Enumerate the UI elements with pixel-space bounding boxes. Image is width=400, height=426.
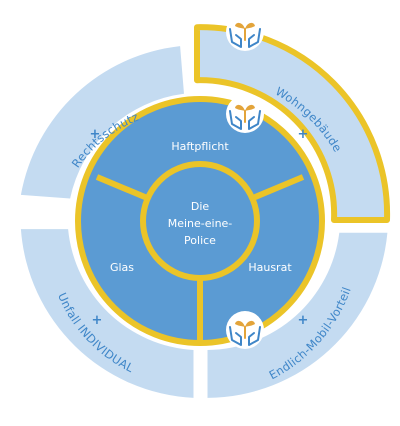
core-label-haftpflicht: Haftpflicht — [171, 140, 229, 153]
hands-plant-icon — [226, 95, 264, 133]
plus-sign-bottom-right: + — [298, 313, 309, 328]
outer-segment-unfall[interactable] — [20, 229, 194, 398]
core-divider-right — [249, 174, 305, 202]
plus-sign-top-left: + — [90, 127, 101, 142]
plus-sign-top-right: + — [298, 127, 309, 142]
hands-plant-icon — [226, 311, 264, 349]
core-label-hausrat: Hausrat — [248, 261, 292, 274]
center-label-line3: Police — [184, 234, 216, 247]
core-divider-left — [95, 174, 151, 202]
core-label-glas: Glas — [110, 261, 134, 274]
center-circle[interactable] — [140, 161, 260, 281]
outer-segment-rechtsschutz[interactable] — [20, 46, 185, 199]
outer-segment-endlich[interactable] — [207, 232, 388, 398]
plus-sign-bottom-left: + — [92, 313, 103, 328]
center-label-line1: Die — [191, 200, 210, 213]
hands-plant-icon — [226, 13, 264, 51]
outer-segment-wohngebaeude[interactable] — [194, 24, 391, 223]
center-label-line2: Meine-eine- — [168, 217, 233, 230]
